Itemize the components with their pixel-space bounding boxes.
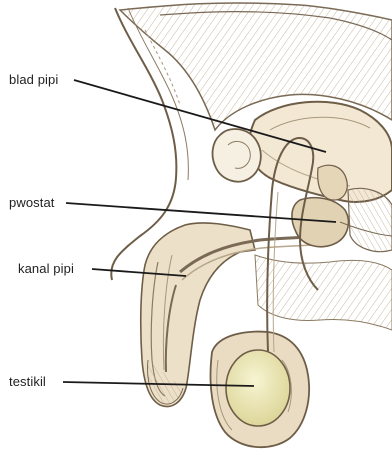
perineum <box>255 255 392 330</box>
label-prostate: pwostat <box>9 196 55 209</box>
label-urethra: kanal pipi <box>18 262 74 275</box>
pubic-bone <box>213 129 261 182</box>
label-testicle: testikil <box>9 375 46 388</box>
testicle <box>226 350 291 426</box>
label-bladder: blad pipi <box>9 73 58 86</box>
